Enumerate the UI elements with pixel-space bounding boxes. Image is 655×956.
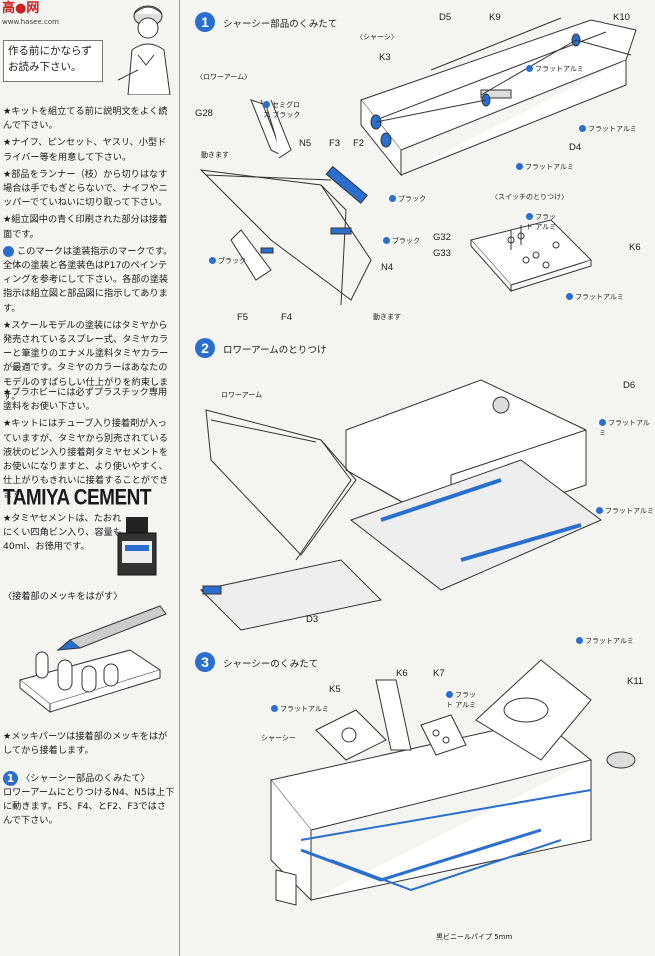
step-2-title: ロワーアームのとりつけ <box>223 345 327 356</box>
site-logo: 高●网 <box>2 1 40 16</box>
lower-arm2-sublabel: ロワーアーム <box>221 391 263 399</box>
paint-flat-al-5: フラットアルミ <box>599 418 655 438</box>
lower-arm-sublabel: 〈ロワーアーム〉 <box>196 73 252 81</box>
note-3: ★部品をランナー（枝）から切りはなす場合は手でもぎとらないで、ナイフやニッパーで… <box>3 168 168 209</box>
mechanic-illustration <box>117 5 171 95</box>
paint-flat-al-switch: フラット アルミ <box>526 212 560 232</box>
lower-arm-drawing <box>199 99 372 306</box>
step-3-number: 3 <box>195 652 215 672</box>
part-F5: F5 <box>237 312 249 323</box>
tamiya-cement-brand: TAMIYA CEMENT <box>3 486 151 511</box>
part-K7: K7 <box>433 668 445 679</box>
plating-removal-image <box>18 605 167 714</box>
part-G33: G33 <box>433 248 451 259</box>
part-K5: K5 <box>329 684 341 695</box>
paint-flat-al-6: フラットアルミ <box>596 506 654 516</box>
step1-note-number: 1 <box>3 771 18 786</box>
part-N4: N4 <box>381 262 394 273</box>
step-1-number: 1 <box>195 12 215 32</box>
step-2-number: 2 <box>195 338 215 358</box>
moves-label-1: 動きます <box>201 151 229 159</box>
paint-flat-al-2: フラットアルミ <box>579 124 637 134</box>
chassis2-sublabel: シャーシー <box>261 734 296 742</box>
note-2: ★ナイフ、ピンセット、ヤスリ、小型ドライバー等を用意して下さい。 <box>3 137 167 163</box>
part-D4: D4 <box>569 142 582 153</box>
note-6: ★スケールモデルの塗装にはタミヤから発売されているスプレー式、タミヤカラーと筆塗… <box>3 319 169 402</box>
step3-drawing <box>270 659 636 906</box>
step-3-title: シャーシーのくみたて <box>223 659 319 670</box>
paint-black-3: ブラック <box>209 256 246 266</box>
part-K6-step3: K6 <box>396 668 408 679</box>
part-F4: F4 <box>281 312 293 323</box>
part-D6: D6 <box>623 380 636 391</box>
note-7: ★プラホビーには必ずプラスチック専用塗料をお使い下さい。 <box>3 387 168 413</box>
step-1-title: シャーシー部品のくみたて <box>223 19 338 30</box>
step1-note-heading: 〈シャーシー部品のくみたて〉 <box>21 773 150 784</box>
part-K11: K11 <box>627 676 644 687</box>
pipe-sublabel: 黒ビニールパイプ 5mm <box>436 933 513 941</box>
left-column: 高●网 www.hasee.com 作る前にかならず お読み下さい。 ★キットを… <box>0 0 178 956</box>
paint-semigloss: セミグロス ブラック <box>263 100 303 120</box>
chassis-sublabel: 〈シャーシ〉 <box>356 33 398 41</box>
step1-note-text: ロワーアームにとりつけるN4、N5は上下に動きます。F5、F4、とF2、F3では… <box>3 787 175 827</box>
column-divider <box>179 0 180 956</box>
note-8: ★キットにはチューブ入り接着剤が入っていますが、タミヤから別売されている液状のビ… <box>3 418 169 501</box>
paint-flat-al-8: フラットアルミ <box>271 704 329 714</box>
part-G28: G28 <box>195 108 213 119</box>
paint-flat-al-9: フラット アルミ <box>446 690 480 710</box>
part-K3: K3 <box>379 52 391 63</box>
adhesive-notes: ★プラホビーには必ずプラスチック専用塗料をお使い下さい。 ★キットにはチューブ入… <box>3 386 175 506</box>
cement-text: ★タミヤセメントは、たおれにくい四角ビン入り、容量も40ml、お徳用です。 <box>3 513 122 552</box>
part-D3: D3 <box>306 614 319 625</box>
paint-flat-al-3: フラットアルミ <box>516 162 574 172</box>
switch-plate-drawing <box>470 219 592 293</box>
paint-mark-icon <box>3 245 14 257</box>
paint-black-1: ブラック <box>389 194 426 204</box>
paint-flat-al-7: フラットアルミ <box>576 636 634 646</box>
note-5-text: このマークは塗装指示のマークです。全体の塗装と各塗装色はP17のペインティングを… <box>3 245 173 314</box>
read-first-box: 作る前にかならず お読み下さい。 <box>3 40 103 82</box>
part-F2: F2 <box>353 138 365 149</box>
part-K10: K10 <box>613 12 630 23</box>
note-4: ★組立図中の青く印刷された部分は接着面です。 <box>3 214 168 240</box>
part-K6: K6 <box>629 242 641 253</box>
general-notes: ★キットを組立てる前に説明文をよく読んで下さい。 ★ナイフ、ピンセット、ヤスリ、… <box>3 105 175 407</box>
paint-flat-al-1: フラットアルミ <box>526 64 584 74</box>
part-N5: N5 <box>299 138 312 149</box>
site-url: www.hasee.com <box>2 18 59 26</box>
part-K9: K9 <box>489 12 501 23</box>
step1-note-title: 1〈シャーシー部品のくみたて〉 <box>3 770 150 786</box>
step2-drawing <box>199 379 602 631</box>
moves-label-2: 動きます <box>373 313 401 321</box>
cement-bottle-image <box>117 517 157 576</box>
plating-title: 〈接着部のメッキをはがす〉 <box>3 591 123 602</box>
chassis-frame-drawing <box>360 17 637 177</box>
assembly-drawings <box>199 17 637 906</box>
note-5: このマークは塗装指示のマークです。全体の塗装と各塗装色はP17のペインティングを… <box>3 245 175 316</box>
part-F3: F3 <box>329 138 341 149</box>
paint-black-2: ブラック <box>383 236 420 246</box>
paint-flat-al-4: フラットアルミ <box>566 292 624 302</box>
right-column: 1 シャーシー部品のくみたて 2 ロワーアームのとりつけ 3 シャーシーのくみた… <box>181 0 655 956</box>
plating-note: ★メッキパーツは接着部のメッキをはがしてから接着します。 <box>3 731 168 757</box>
part-D5: D5 <box>439 12 452 23</box>
part-G32: G32 <box>433 232 451 243</box>
switch-sublabel: 〈スイッチのとりつけ〉 <box>491 193 569 201</box>
note-1: ★キットを組立てる前に説明文をよく読んで下さい。 <box>3 106 168 132</box>
